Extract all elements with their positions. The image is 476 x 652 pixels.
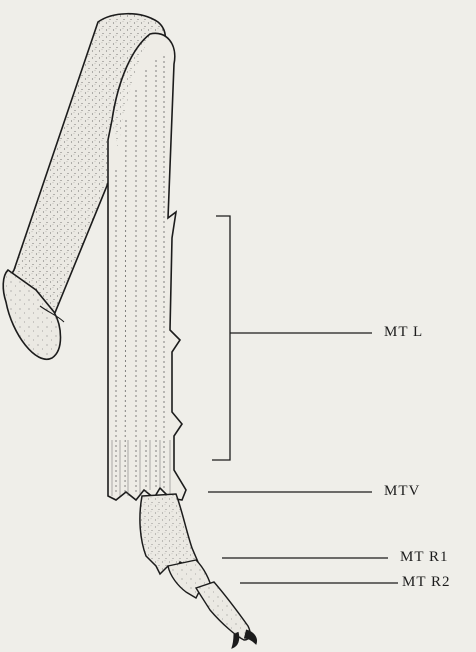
label-mtl: MT L [384, 324, 423, 341]
label-mtr1: MT R1 [400, 549, 448, 566]
label-mtr2: MT R2 [402, 574, 450, 591]
claw-segment [196, 582, 257, 648]
tibia-segment [108, 33, 186, 500]
mtl-bracket [212, 216, 230, 460]
label-mtv: MTV [384, 483, 420, 500]
